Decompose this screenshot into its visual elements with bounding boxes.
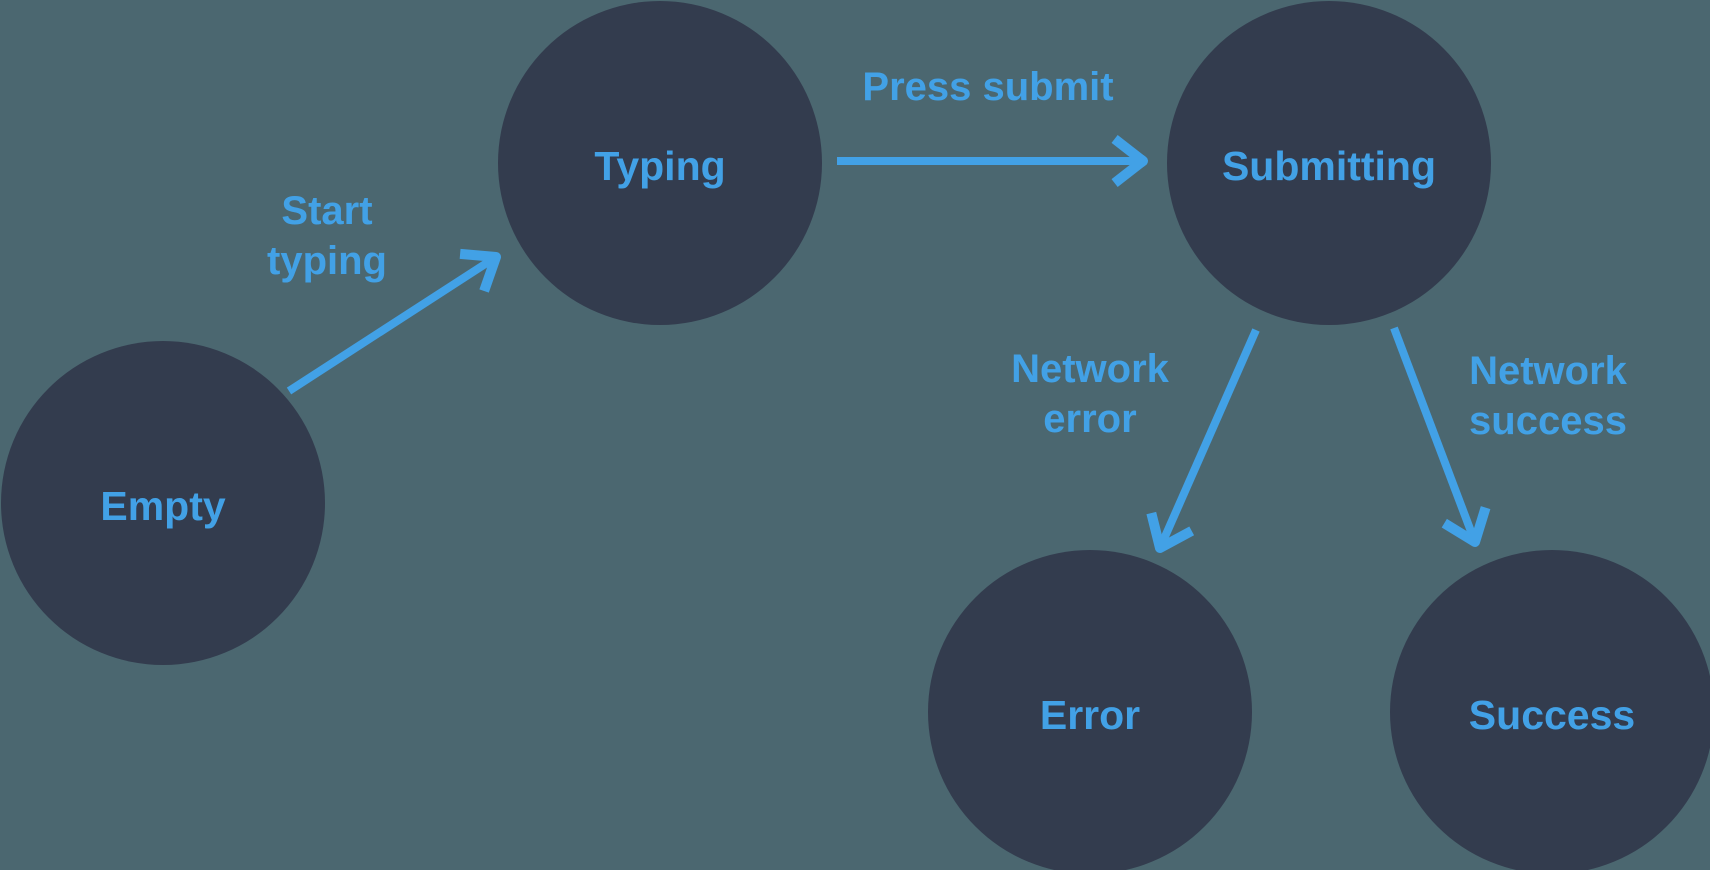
state-node-empty: Empty xyxy=(1,341,325,665)
transition-label-line: Network xyxy=(1469,349,1628,393)
transition-label-line: success xyxy=(1469,399,1627,443)
arrow-head-icon xyxy=(1146,511,1195,553)
transition-start-typing: Start typing xyxy=(267,189,501,395)
state-node-error: Error xyxy=(928,550,1252,870)
transition-press-submit: Press submit xyxy=(837,65,1148,188)
state-label-submitting: Submitting xyxy=(1222,143,1436,189)
state-circle-success xyxy=(1390,550,1710,870)
arrow-line xyxy=(286,253,499,395)
state-circle-submitting xyxy=(1167,1,1491,325)
transition-label: Network success xyxy=(1469,349,1628,443)
arrow-head-icon xyxy=(1441,506,1491,547)
state-circle-typing xyxy=(498,1,822,325)
state-label-error: Error xyxy=(1040,692,1140,738)
state-circle-empty xyxy=(1,341,325,665)
transition-label-line: Start xyxy=(281,189,372,233)
state-circle-error xyxy=(928,550,1252,870)
state-label-empty: Empty xyxy=(100,483,226,529)
arrow-head-icon xyxy=(459,248,501,293)
transition-label-line: typing xyxy=(267,239,387,283)
state-node-success: Success xyxy=(1390,550,1710,870)
transition-label-line: Network xyxy=(1011,347,1170,391)
transition-network-error: Network error xyxy=(1011,328,1260,553)
transition-label-line: Press submit xyxy=(862,65,1113,109)
transition-label: Network error xyxy=(1011,347,1170,441)
state-label-success: Success xyxy=(1469,692,1635,738)
state-node-typing: Typing xyxy=(498,1,822,325)
transition-network-success: Network success xyxy=(1390,326,1628,547)
transition-label-line: error xyxy=(1043,397,1136,441)
arrow-head-icon xyxy=(1111,134,1148,188)
arrow-line xyxy=(1390,326,1479,544)
state-label-typing: Typing xyxy=(594,143,725,189)
state-node-submitting: Submitting xyxy=(1167,1,1491,325)
transition-label: Press submit xyxy=(862,65,1113,109)
transition-label: Start typing xyxy=(267,189,387,283)
arrow-line xyxy=(1156,328,1260,550)
